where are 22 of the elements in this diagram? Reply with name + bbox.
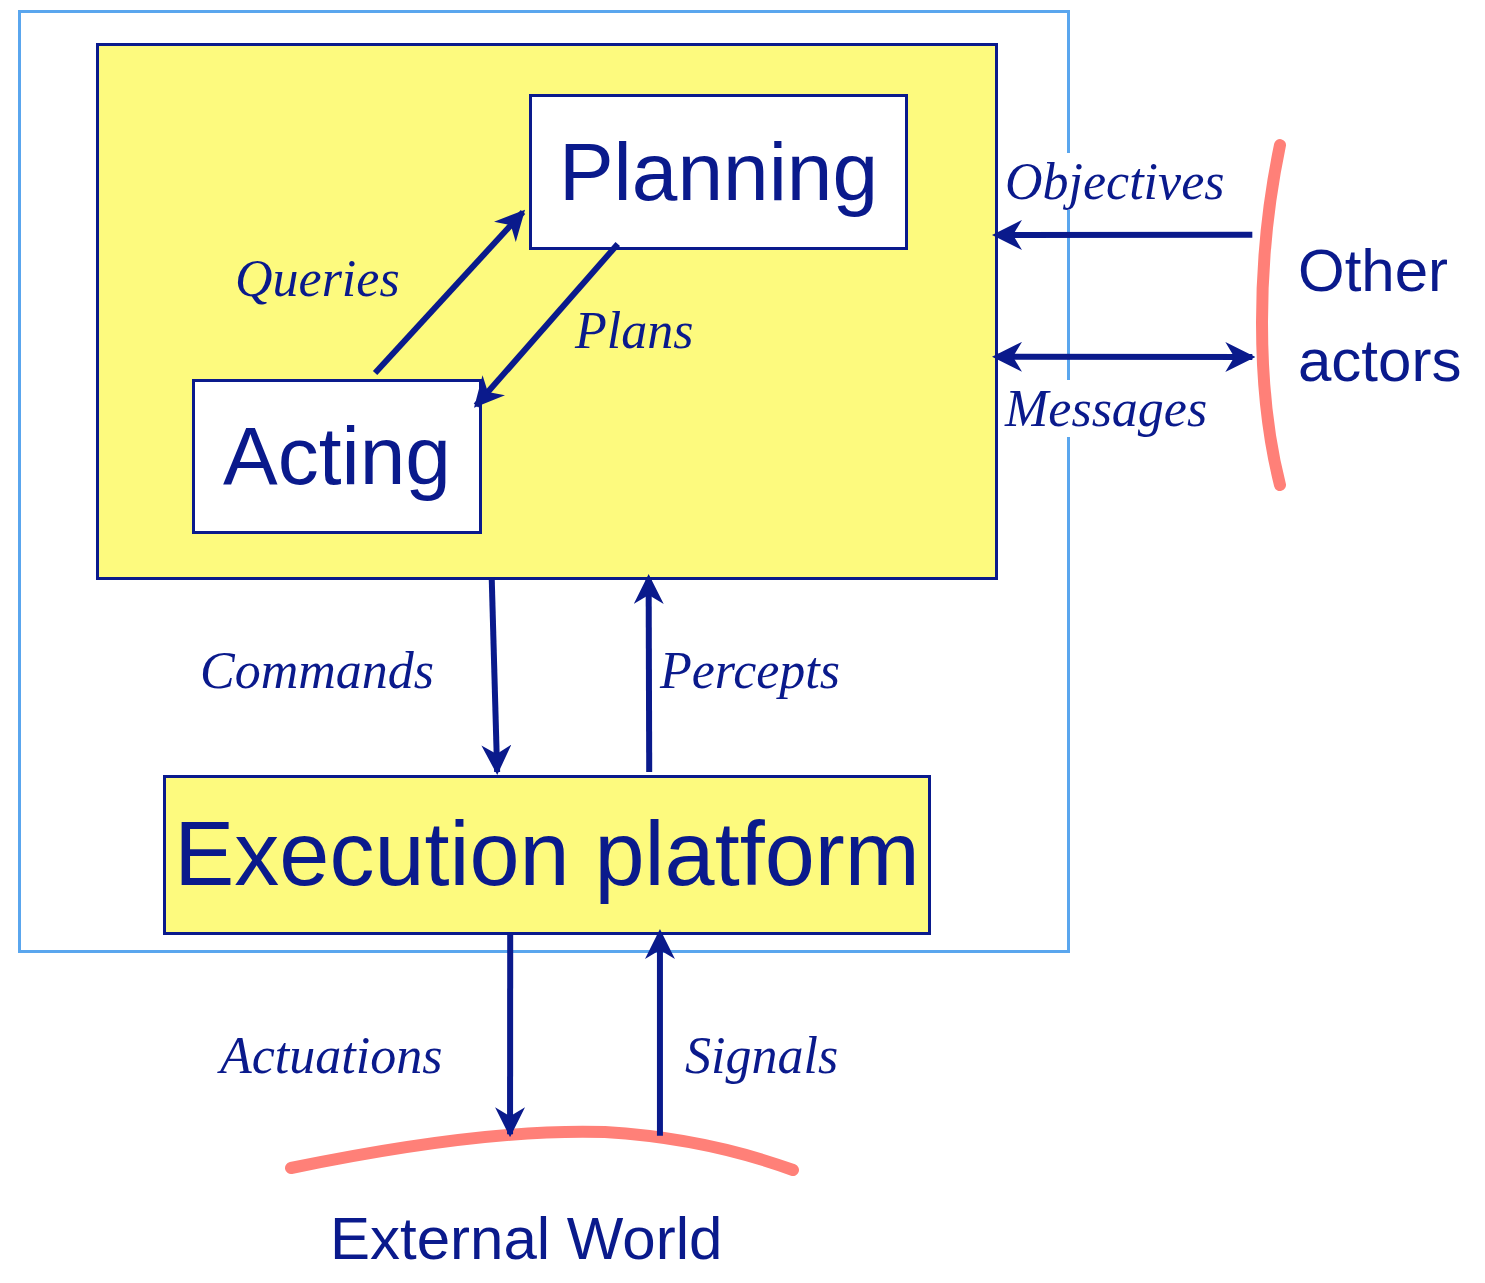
- edge-label: Plans: [573, 302, 695, 360]
- boundary-label: Other actors: [1298, 236, 1463, 396]
- arrow: [372, 209, 526, 376]
- arrow: [495, 932, 526, 1138]
- actor-box: [96, 43, 998, 580]
- edge-label: Actuations: [218, 1027, 445, 1085]
- platform-box: [163, 775, 931, 935]
- boundary-label: External World: [330, 1206, 724, 1272]
- box-title: Acting: [223, 409, 451, 504]
- edge-label: Signals: [684, 1027, 840, 1085]
- box-title: Execution platform: [174, 803, 920, 907]
- process-box: [529, 94, 908, 250]
- edge-label: Queries: [234, 250, 401, 308]
- arrow: [992, 219, 1253, 250]
- edge-label: Percepts: [658, 642, 841, 700]
- arrow: [644, 929, 675, 1136]
- edge-label: Commands: [199, 642, 436, 700]
- arrow: [633, 574, 664, 772]
- process-box: [192, 379, 482, 534]
- box-title: Planning: [558, 124, 879, 219]
- double-arrow: [992, 341, 1256, 372]
- arrow: [473, 242, 620, 408]
